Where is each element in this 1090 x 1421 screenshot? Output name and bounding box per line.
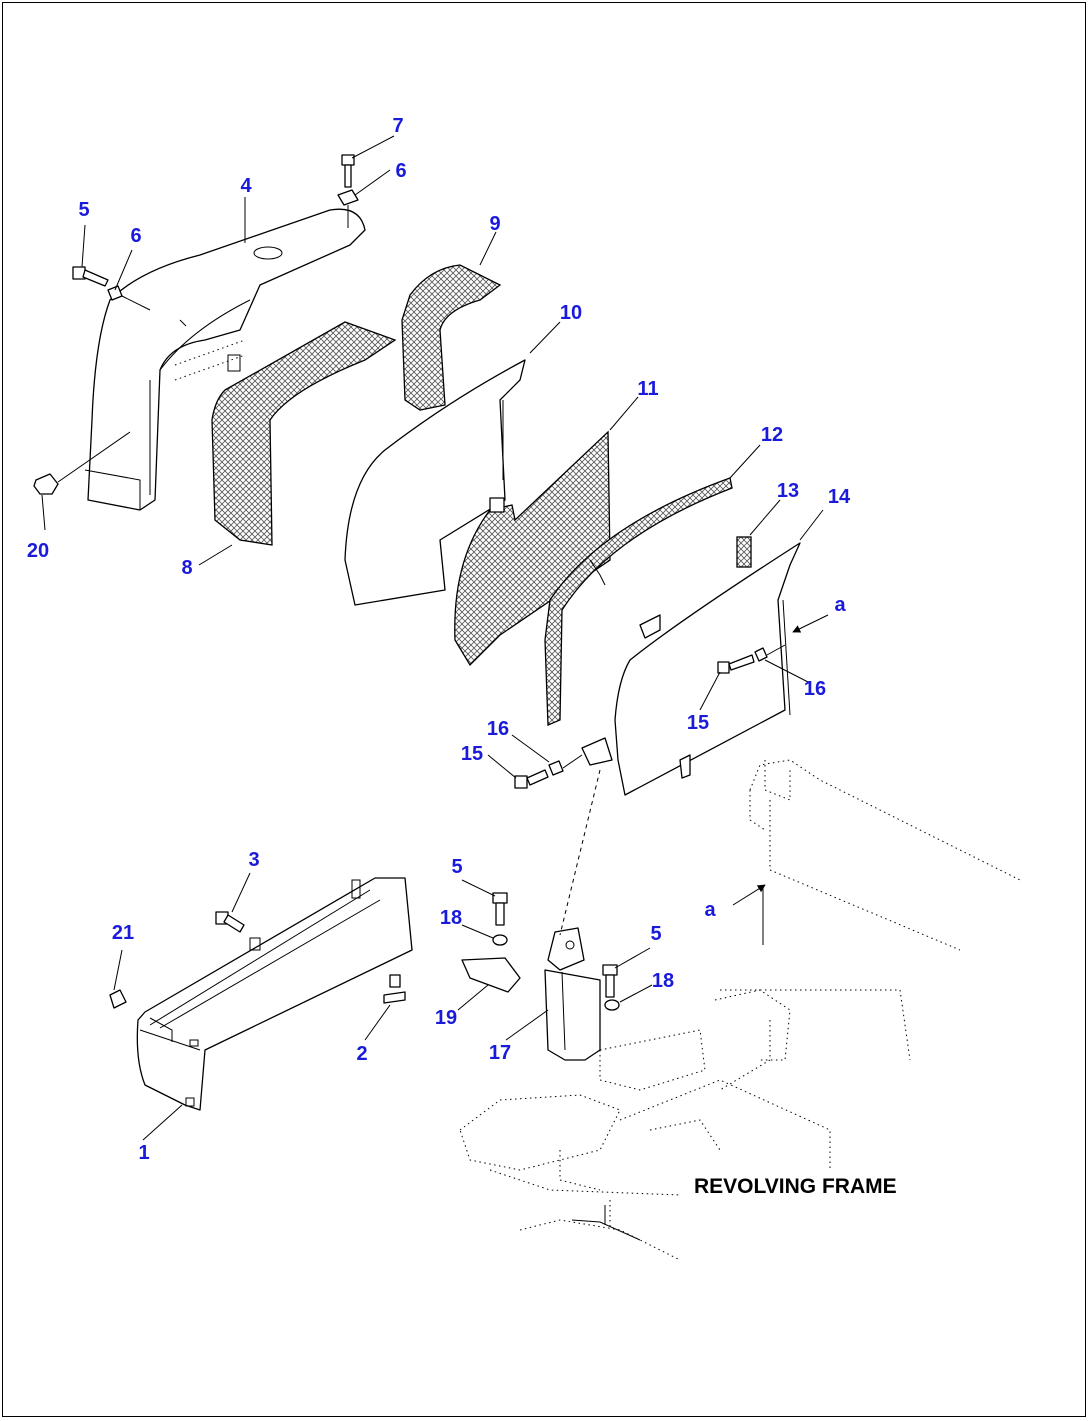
callout-9: 9 [489,213,500,235]
mesh-part-8 [211,321,397,546]
callout-15-b: 15 [461,743,483,765]
mesh-part-11 [454,430,611,667]
nut-20 [33,431,131,495]
callout-3: 3 [248,849,259,871]
view-arrow-a-lower [732,884,766,906]
seal-part-12 [544,477,733,726]
callout-18-a: 18 [440,907,462,929]
mesh-part-9 [401,264,502,411]
pad-part-13 [736,536,752,568]
bracket-part-17 [544,927,601,1061]
callout-5-b: 5 [451,856,462,878]
bolt-15-right [717,644,786,674]
bolt-15-left [514,754,583,789]
panel-part-14 [581,542,801,796]
callout-8: 8 [181,557,192,579]
callout-14: 14 [828,486,851,508]
bolt-5-right [602,964,618,998]
callout-leaders [41,135,824,1141]
callout-5-c: 5 [650,923,661,945]
plate-part-19 [461,957,521,993]
view-arrow-a-upper [792,614,829,633]
callout-7: 7 [392,115,403,137]
view-marker-a-upper: a [834,594,846,616]
callout-6-b: 6 [395,160,406,182]
bolt-5-top [72,266,109,287]
cover-part-1 [136,877,413,1111]
callout-12: 12 [761,424,783,446]
revolving-frame-label: REVOLVING FRAME [694,1175,897,1198]
callout-15-a: 15 [687,712,709,734]
callout-2: 2 [356,1043,367,1065]
callout-19: 19 [435,1007,457,1029]
callout-13: 13 [777,480,799,502]
callout-16-a: 16 [804,678,826,700]
callout-labels: 1 2 3 4 5 5 5 6 6 7 8 9 10 11 12 13 14 1… [27,115,851,1164]
washer-18-mid [492,934,508,946]
plate-part-10 [344,359,526,606]
view-marker-a-lower: a [704,899,716,921]
callout-11: 11 [637,378,658,400]
callout-20: 20 [27,540,49,562]
callout-6-a: 6 [130,225,141,247]
callout-4: 4 [240,175,252,197]
revolving-frame-drawing [459,759,1021,1261]
callout-10: 10 [560,302,582,324]
callout-18-b: 18 [652,970,674,992]
washer-6-top [107,285,151,311]
bolt-2 [383,974,406,1004]
washer-18-right [604,999,620,1011]
assembly-line-14-17 [559,769,601,936]
callout-16-b: 16 [487,718,509,740]
callout-5-a: 5 [78,199,89,221]
bolt-7 [337,154,359,228]
callout-17: 17 [489,1042,511,1064]
plug-21 [109,989,127,1009]
cover-part-4 [84,208,366,511]
callout-1: 1 [138,1142,149,1164]
bolt-3 [215,911,245,933]
bolt-5-mid [492,892,508,926]
callout-21: 21 [112,922,134,944]
